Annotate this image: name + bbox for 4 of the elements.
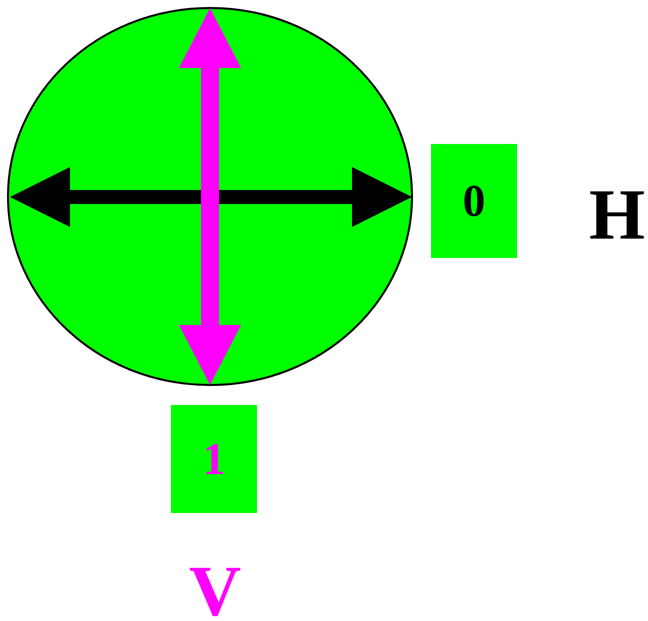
axis-label: H xyxy=(590,191,644,239)
axis-label: V xyxy=(190,568,240,616)
label-box: 1 xyxy=(171,405,257,513)
label-box: 0 xyxy=(431,144,517,258)
